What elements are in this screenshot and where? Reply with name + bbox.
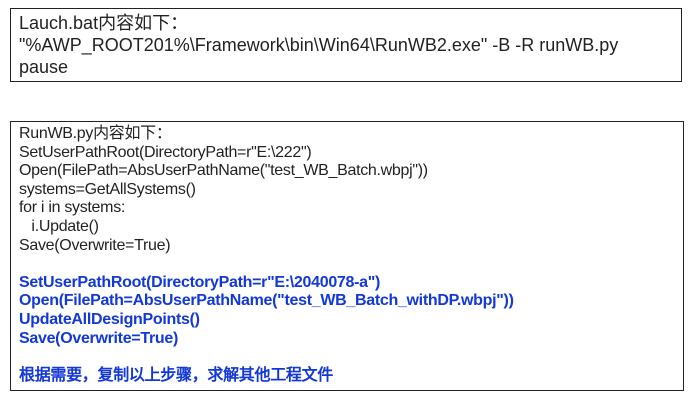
bat-heading: Lauch.bat内容如下： — [19, 13, 189, 33]
highlight-code-line: Open(FilePath=AbsUserPathName("test_WB_B… — [19, 292, 514, 310]
code-line: for i in systems: — [19, 199, 126, 217]
code-line: Open(FilePath=AbsUserPathName("test_WB_B… — [19, 162, 428, 180]
code-line: i.Update() — [19, 217, 99, 235]
code-line: SetUserPathRoot(DirectoryPath=r"E:\222") — [19, 143, 312, 161]
bat-line: pause — [19, 57, 69, 77]
code-line: systems=GetAllSystems() — [19, 180, 196, 198]
highlight-code-line: Save(Overwrite=True) — [19, 329, 178, 347]
highlight-code-line: SetUserPathRoot(DirectoryPath=r"E:\20400… — [19, 273, 381, 291]
note-text: 根据需要，复制以上步骤，求解其他工程文件 — [19, 366, 334, 384]
bat-line: "%AWP_ROOT201%\Framework\bin\Win64\RunWB… — [19, 35, 619, 55]
py-heading: RunWB.py内容如下： — [19, 125, 172, 142]
bat-file-box: Lauch.bat内容如下： "%AWP_ROOT201%\Framework\… — [10, 8, 682, 82]
code-line: Save(Overwrite=True) — [19, 236, 171, 254]
highlight-code-line: UpdateAllDesignPoints() — [19, 310, 200, 328]
py-file-box: RunWB.py内容如下： SetUserPathRoot(DirectoryP… — [10, 121, 684, 391]
